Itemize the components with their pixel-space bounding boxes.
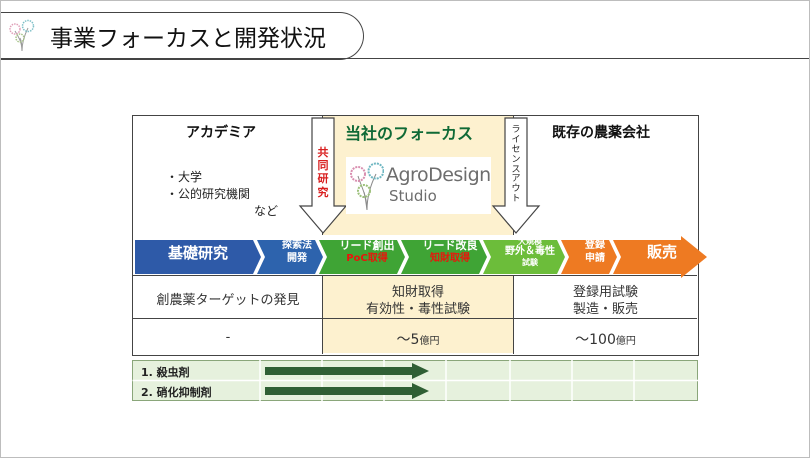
- stage-basic-chevron: [135, 240, 261, 274]
- stage-explore-label-1: 探索法: [282, 240, 312, 251]
- academia-item-university: ・大学: [166, 170, 203, 184]
- activity-existing-1: 登録用試験: [572, 285, 638, 300]
- activity-existing-2: 製造・販売: [572, 302, 638, 317]
- divider-focus-right-bottom: [513, 275, 514, 354]
- joint-research-label: 共同研究: [317, 146, 329, 199]
- focus-scale-background: [322, 275, 513, 353]
- activity-academia: 創農薬ターゲットの発見: [156, 293, 300, 308]
- stage-lead-improve-chevron: [401, 240, 487, 274]
- pipeline-arrow-insecticide: [265, 363, 429, 379]
- scale-existing-unit: 億円: [615, 336, 636, 347]
- title-banner: [1, 12, 364, 60]
- existing-title: 既存の農薬会社: [552, 125, 650, 141]
- scale-focus-value: 〜5: [396, 332, 420, 348]
- stage-field-label-3: 試験: [522, 258, 538, 267]
- license-out-label: ライセンスアウト: [511, 125, 521, 205]
- stage-sales-arrow: [613, 236, 707, 278]
- pipeline-row-nitrification: 2. 硝化抑制剤: [141, 386, 212, 399]
- stage-field-chevron: [483, 240, 565, 274]
- academia-title: アカデミア: [186, 125, 256, 141]
- stage-register-label-1: 登録: [585, 240, 605, 251]
- pipeline-table: [132, 360, 698, 401]
- stage-lead-create-chevron: [319, 240, 405, 274]
- focus-title: 当社のフォーカス: [345, 124, 474, 143]
- pipeline-arrow-nitrification: [265, 383, 429, 399]
- divider-focus-left-bottom: [322, 275, 323, 354]
- scale-focus: 〜5億円: [323, 329, 513, 349]
- stage-sales-label: 販売: [646, 243, 677, 261]
- stage-field-label-2: 野外＆毒性: [505, 246, 555, 257]
- scale-existing: 〜100億円: [514, 329, 697, 349]
- agrodesign-logo-icon: [350, 162, 384, 211]
- stage-poc-label: PoC取得: [346, 253, 388, 264]
- stage-chevrons: [135, 236, 707, 278]
- framework-table: [132, 115, 699, 356]
- stage-explore-chevron: [257, 240, 323, 274]
- stage-field-label-1: 大規模: [518, 237, 542, 246]
- activity-focus-1: 知財取得: [391, 285, 444, 300]
- stage-basic-label: 基礎研究: [167, 244, 228, 262]
- academia-item-institute: ・公的研究機関: [166, 187, 251, 201]
- scale-existing-value: 〜100: [575, 332, 616, 348]
- license-out-arrow: [491, 117, 541, 234]
- scale-focus-unit: 億円: [419, 336, 440, 347]
- scale-academia: -: [225, 330, 231, 345]
- activity-focus-2: 有効性・毒性試験: [365, 302, 470, 317]
- pipeline-row-insecticide: 1. 殺虫剤: [141, 366, 190, 379]
- joint-research-arrow: [298, 117, 348, 234]
- academia-item-etc: など: [254, 204, 279, 218]
- agrodesign-logo-subtext: Studio: [389, 187, 437, 205]
- dandelion-logo-icon: [9, 19, 35, 52]
- stage-register-chevron: [561, 240, 617, 274]
- divider-scale: [133, 318, 697, 319]
- stage-lead-create-label: リード創出: [339, 239, 395, 252]
- agrodesign-logo-text: AgroDesign: [386, 164, 491, 186]
- stage-lead-improve-label: リード改良: [422, 239, 478, 252]
- divider-activities: [133, 275, 697, 276]
- stage-register-label-2: 申請: [585, 253, 605, 264]
- title-underline: [1, 58, 809, 59]
- page-title: 事業フォーカスと開発状況: [50, 26, 326, 52]
- stage-explore-label-2: 開発: [287, 253, 307, 264]
- stage-ip-label: 知財取得: [430, 253, 470, 264]
